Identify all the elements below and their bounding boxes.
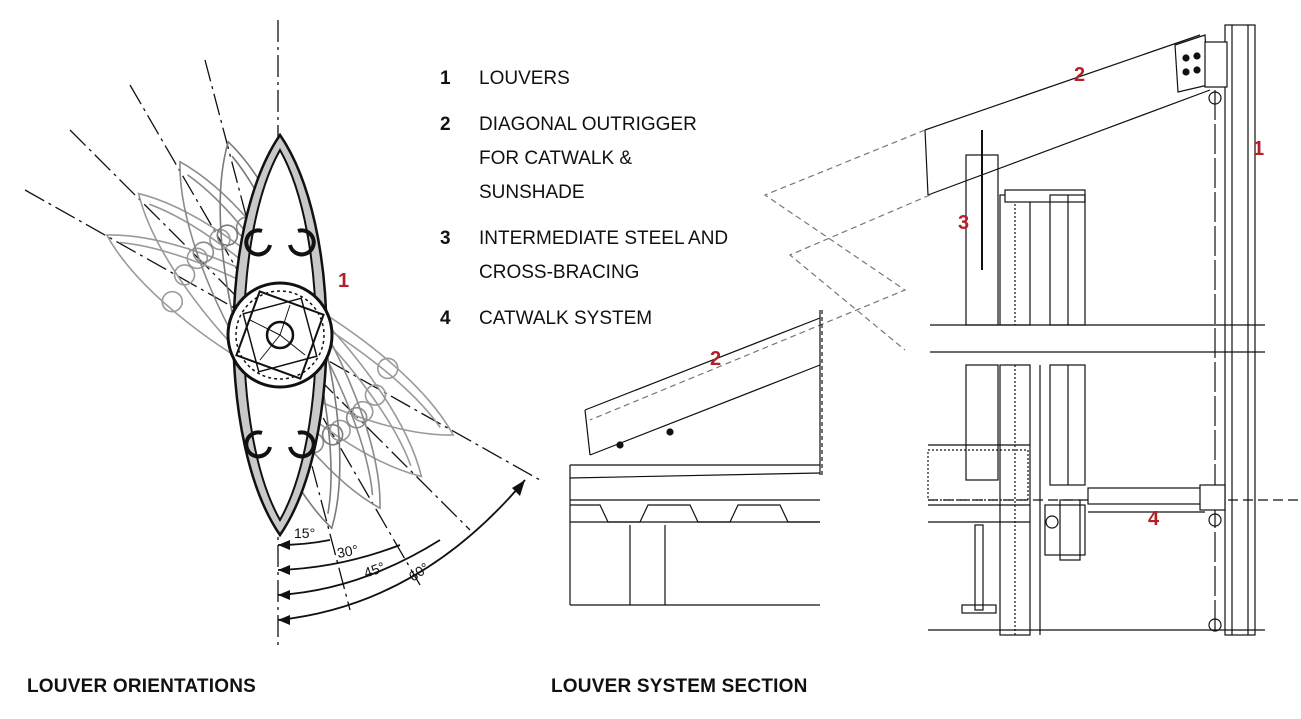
section-callout-louvers: 1 (1253, 138, 1265, 160)
arrowheads (278, 480, 525, 625)
legend-item-catwalk: 4 CATWALK SYSTEM (440, 302, 770, 336)
legend-text: FOR CATWALK & (479, 148, 633, 169)
section-callout-catwalk: 4 (1148, 508, 1160, 530)
legend-number: 2 (440, 114, 451, 135)
legend-item-louvers: 1 LOUVERS (440, 62, 770, 96)
legend-text: LOUVERS (479, 68, 570, 89)
angle-label-15: 15° (294, 525, 315, 541)
louver-orientations-drawing: 15° 30° 45° 60° (24, 20, 540, 645)
legend-text: DIAGONAL OUTRIGGER (479, 114, 697, 135)
legend-number: 1 (440, 68, 451, 89)
orientation-callout-louver: 1 (338, 270, 350, 292)
angle-labels: 15° 30° 45° 60° (294, 525, 432, 584)
legend-text: SUNSHADE (479, 182, 585, 203)
legend-item-outrigger: 2 DIAGONAL OUTRIGGER FOR CATWALK & SUNSH… (440, 108, 770, 210)
section-callout-outrigger-lower: 2 (710, 348, 722, 370)
legend-text: CATWALK SYSTEM (479, 308, 653, 329)
legend-number: 4 (440, 308, 451, 329)
angle-label-60: 60° (406, 559, 433, 584)
legend-text: CROSS-BRACING (479, 262, 640, 283)
legend-item-intermediate-steel: 3 INTERMEDIATE STEEL AND CROSS-BRACING (440, 222, 770, 290)
section-callout-outrigger-upper: 2 (1074, 64, 1086, 86)
louver-main (226, 132, 334, 538)
legend-text: INTERMEDIATE STEEL AND (479, 228, 729, 249)
orientations-caption: LOUVER ORIENTATIONS (27, 676, 256, 697)
angle-dimensions (277, 479, 526, 621)
legend: 1 LOUVERS 2 DIAGONAL OUTRIGGER FOR CATWA… (440, 62, 770, 348)
louver-system-section-drawing (569, 24, 1300, 636)
angle-label-30: 30° (336, 542, 360, 561)
section-caption: LOUVER SYSTEM SECTION (551, 676, 808, 697)
section-callout-intermediate-steel: 3 (958, 212, 970, 234)
legend-number: 3 (440, 228, 451, 249)
angle-label-45: 45° (362, 559, 387, 581)
